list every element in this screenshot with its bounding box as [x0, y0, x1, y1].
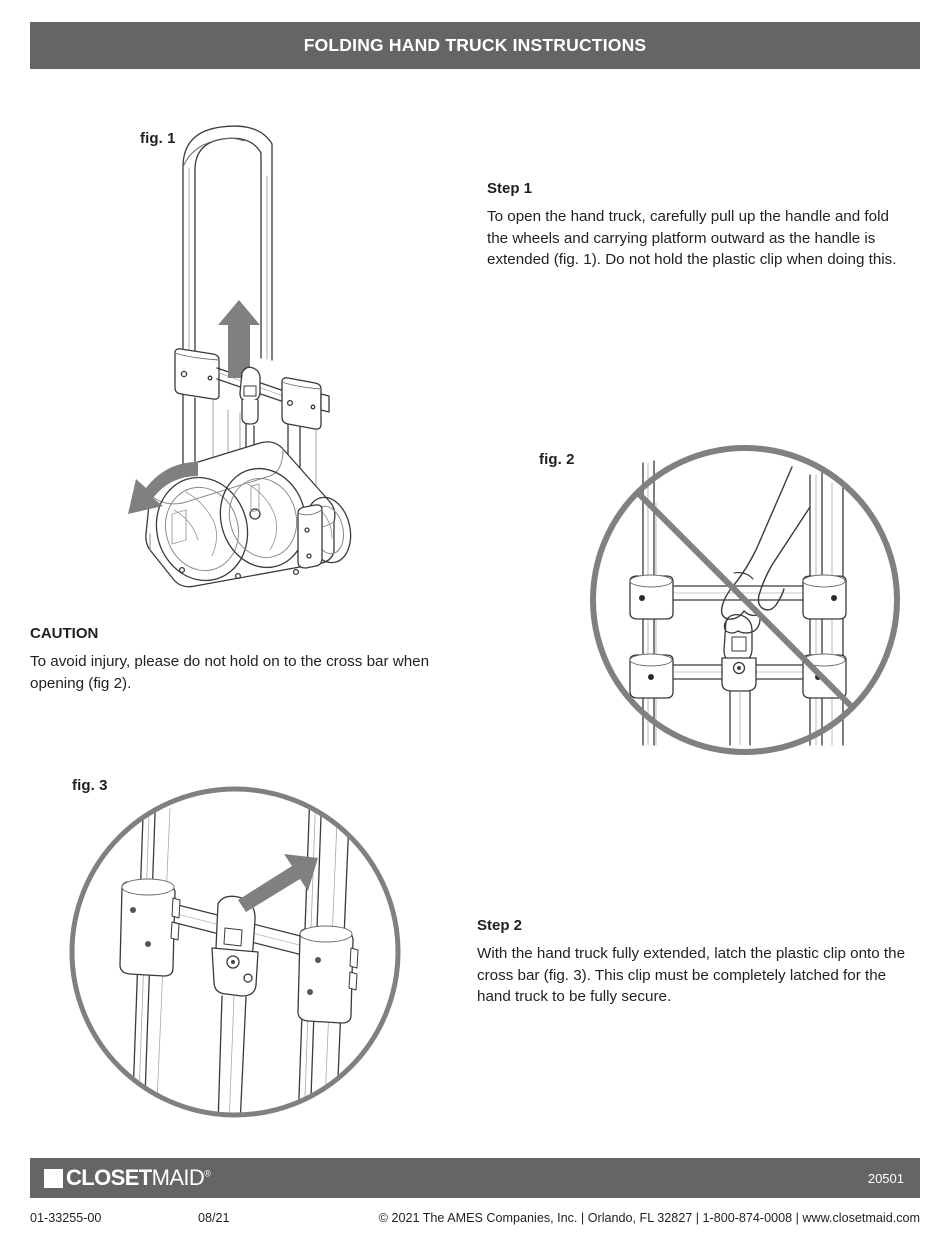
- date-code: 08/21: [198, 1211, 230, 1225]
- figure-3-illustration: [60, 780, 420, 1125]
- logo-maid-text: MAID: [151, 1165, 205, 1190]
- part-number: 01-33255-00: [30, 1211, 102, 1225]
- step-2-text-block: Step 2 With the hand truck fully extende…: [477, 917, 917, 1008]
- logo-square-icon: [44, 1168, 63, 1188]
- caution-body: To avoid injury, please do not hold on t…: [30, 653, 430, 692]
- page-title: FOLDING HAND TRUCK INSTRUCTIONS: [303, 35, 647, 55]
- latch-arrow-fig3: [238, 854, 318, 912]
- step-1-text-block: Step 1 To open the hand truck, carefully…: [487, 180, 912, 271]
- step-1-body: To open the hand truck, carefully pull u…: [487, 208, 897, 269]
- figure-1-label: fig. 1: [140, 130, 176, 147]
- caution-text-block: CAUTION To avoid injury, please do not h…: [30, 625, 455, 694]
- caution-heading: CAUTION: [30, 625, 99, 642]
- prohibition-symbol-fig2: [590, 445, 900, 755]
- closetmaid-logo: CLOSETMAID®: [44, 1165, 211, 1190]
- footer-info-line: 01-33255-00 08/21 © 2021 The AMES Compan…: [30, 1211, 920, 1233]
- step-2-body: With the hand truck fully extended, latc…: [477, 945, 906, 1006]
- footer-bar: CLOSETMAID® 20501: [30, 1158, 920, 1198]
- registered-trademark-icon: ®: [204, 1168, 211, 1179]
- fold-out-arrow-fig1: [128, 462, 198, 514]
- figure-3-label: fig. 3: [72, 777, 108, 794]
- sku-number: 20501: [867, 1170, 904, 1186]
- logo-wordmark: CLOSETMAID®: [66, 1165, 211, 1190]
- page-header-bar: FOLDING HAND TRUCK INSTRUCTIONS: [30, 22, 920, 69]
- figure-1-illustration: [120, 110, 360, 590]
- figure-2-illustration: [560, 445, 930, 755]
- step-1-heading: Step 1: [487, 180, 533, 197]
- figure-3-circle-frame: [69, 786, 401, 1118]
- figure-2-label: fig. 2: [539, 451, 575, 468]
- copyright-line: © 2021 The AMES Companies, Inc. | Orland…: [378, 1211, 920, 1225]
- logo-closet-text: CLOSET: [66, 1165, 152, 1190]
- up-arrow-fig1: [218, 300, 260, 378]
- step-2-heading: Step 2: [477, 917, 523, 934]
